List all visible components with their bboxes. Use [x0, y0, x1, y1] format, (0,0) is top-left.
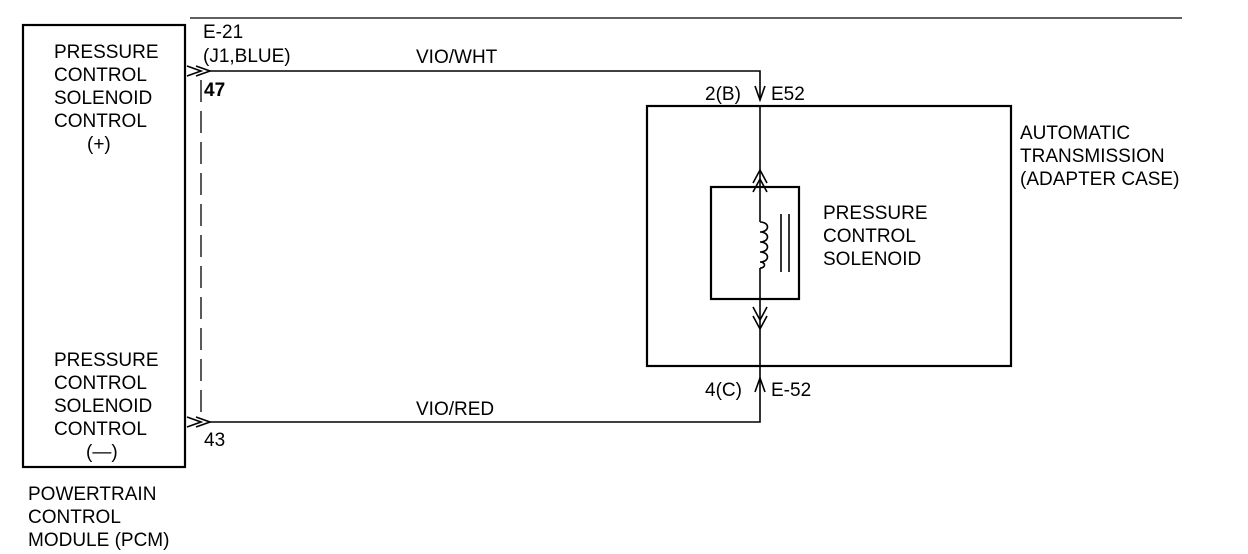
pcm-top-label-polarity: (+) — [87, 134, 111, 155]
connector-e52-bottom-label: E-52 — [771, 380, 811, 401]
transmission-name-line: (ADAPTER CASE) — [1020, 169, 1179, 190]
pcm-top-label-line: SOLENOID — [54, 88, 152, 109]
pcm-top-label: PRESSURE CONTROL SOLENOID CONTROL (+) — [54, 42, 159, 155]
terminal-2b-label: 2(B) — [705, 84, 741, 105]
pcm-top-label-line: CONTROL — [54, 111, 147, 132]
solenoid-coil-icon — [759, 221, 769, 269]
wire-vio-red-label: VIO/RED — [416, 399, 494, 420]
transmission-box — [645, 104, 1013, 368]
pcm-bottom-label-line: CONTROL — [54, 373, 147, 394]
transmission-name-line: AUTOMATIC — [1020, 123, 1130, 144]
connector-e21-desc: (J1,BLUE) — [203, 46, 291, 67]
connector-arrow-icon — [752, 306, 768, 331]
connector-e21-id: E-21 — [203, 22, 243, 43]
pcm-bottom-label-line: CONTROL — [54, 419, 147, 440]
pin-43-label: 43 — [204, 430, 225, 451]
pcm-bottom-label: PRESSURE CONTROL SOLENOID CONTROL (—) — [54, 350, 159, 463]
pcm-box — [21, 23, 187, 469]
connector-arrow-icon — [186, 416, 213, 428]
pcm-name: POWERTRAIN CONTROL MODULE (PCM) — [28, 484, 169, 551]
solenoid-label-line: PRESSURE — [823, 203, 928, 224]
solenoid-box — [709, 185, 801, 301]
pcm-name-line: CONTROL — [28, 507, 121, 528]
wire-vio-red — [210, 366, 761, 423]
connector-arrow-icon — [186, 65, 213, 77]
pcm-top-label-line: CONTROL — [54, 65, 147, 86]
connector-arrow-icon — [754, 375, 766, 393]
pcm-name-line: POWERTRAIN — [28, 484, 156, 505]
pcm-bottom-label-line: PRESSURE — [54, 350, 159, 371]
solenoid-label: PRESSURE CONTROL SOLENOID — [823, 203, 928, 270]
solenoid-label-line: SOLENOID — [823, 249, 921, 270]
pcm-bottom-label-line: SOLENOID — [54, 396, 152, 417]
solenoid-label-line: CONTROL — [823, 226, 916, 247]
wire-vio-wht-label: VIO/WHT — [416, 47, 498, 68]
pcm-top-label-line: PRESSURE — [54, 42, 159, 63]
pin-47-label: 47 — [204, 80, 225, 101]
terminal-4c-label: 4(C) — [705, 380, 742, 401]
pcm-name-line: MODULE (PCM) — [28, 530, 169, 551]
connector-arrow-icon — [754, 85, 766, 103]
transmission-name-line: TRANSMISSION — [1020, 146, 1165, 167]
connector-e52-top-label: E52 — [771, 84, 805, 105]
wire-vio-wht — [210, 70, 761, 100]
transmission-name: AUTOMATIC TRANSMISSION (ADAPTER CASE) — [1020, 123, 1179, 190]
pcm-bottom-label-polarity: (—) — [86, 442, 118, 463]
